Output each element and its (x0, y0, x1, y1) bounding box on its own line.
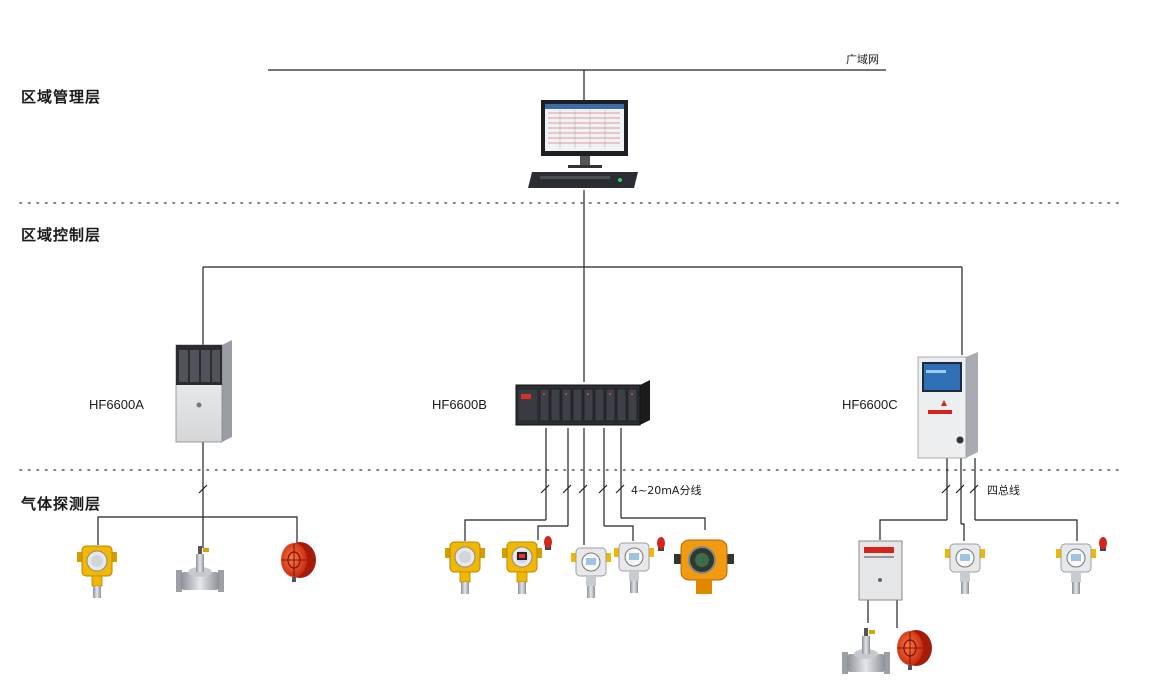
gas-detector-yellow-icon (444, 541, 486, 595)
controller-label-a: HF6600A (89, 397, 144, 412)
solenoid-valve-icon (176, 546, 224, 592)
relay-control-box-icon (858, 540, 903, 601)
controller-label-c: HF6600C (842, 397, 898, 412)
controller-hf6600b-icon (515, 380, 650, 426)
controller-label-b: HF6600B (432, 397, 487, 412)
alarm-beacon-icon (544, 536, 552, 550)
gas-detector-grey-icon (944, 543, 986, 595)
layer-label-management: 区域管理层 (21, 88, 102, 106)
controller-hf6600c-icon (917, 352, 978, 459)
layer-label-detection: 气体探测层 (21, 495, 102, 513)
layer-label-control: 区域控制层 (21, 226, 102, 244)
wiring (97, 69, 1078, 628)
gas-detector-yellow-display-icon (501, 541, 543, 595)
solenoid-valve-icon (842, 628, 890, 674)
alarm-beacon-icon (657, 537, 665, 551)
controller-hf6600a-icon (175, 340, 232, 443)
exhaust-fan-icon (280, 541, 317, 583)
monitoring-workstation-icon (528, 100, 638, 188)
cable-ticks (198, 484, 979, 494)
bus-link-label: 四总线 (987, 484, 1020, 497)
gas-detector-grey-icon (1055, 543, 1097, 595)
gas-detector-grey-icon (570, 547, 612, 599)
gas-detector-grey-icon (613, 542, 655, 594)
alarm-beacon-icon (1099, 537, 1107, 551)
exhaust-fan-icon (896, 629, 933, 671)
analog-link-label: 4~20mA分线 (631, 484, 702, 497)
wan-label: 广域网 (846, 53, 879, 66)
gas-detector-yellow-icon (76, 545, 118, 599)
explosion-proof-detector-icon (673, 539, 735, 595)
